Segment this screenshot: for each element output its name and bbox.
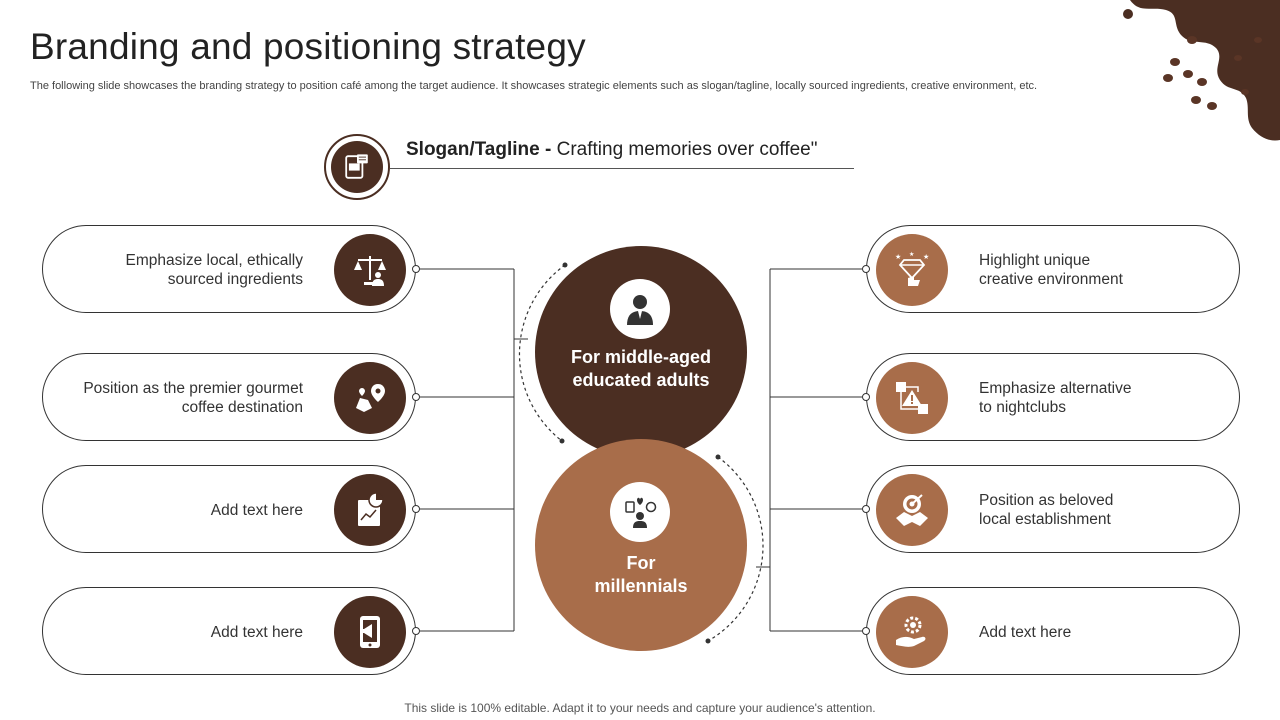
connector-dot bbox=[412, 393, 420, 401]
page-subtitle: The following slide showcases the brandi… bbox=[30, 80, 1038, 92]
right-item-1: ★ ★ ★ Highlight unique creative environm… bbox=[866, 225, 1240, 313]
audience-adults-circle: For middle-aged educated adults bbox=[535, 246, 747, 458]
audience-millennials-line1: For bbox=[626, 553, 656, 573]
left-item-2-line1: Position as the premier gourmet bbox=[83, 380, 303, 397]
right-item-2-line1: Emphasize alternative bbox=[979, 380, 1132, 397]
left-item-2-line2: coffee destination bbox=[181, 399, 303, 416]
person-social-icon bbox=[610, 482, 670, 542]
person-icon bbox=[610, 279, 670, 339]
left-item-3-line1: Add text here bbox=[210, 502, 303, 519]
target-map-icon bbox=[876, 474, 948, 546]
right-item-2: Emphasize alternative to nightclubs bbox=[866, 353, 1240, 441]
slogan-text: Slogan/Tagline - Crafting memories over … bbox=[406, 139, 818, 161]
connector-dot bbox=[412, 505, 420, 513]
right-item-2-line2: to nightclubs bbox=[979, 399, 1067, 416]
scale-person-icon bbox=[334, 234, 406, 306]
phone-megaphone-icon bbox=[334, 596, 406, 668]
slogan-underline bbox=[390, 168, 854, 169]
right-item-4: Add text here bbox=[866, 587, 1240, 675]
svg-text:★: ★ bbox=[909, 251, 914, 258]
left-item-3: Add text here bbox=[42, 465, 416, 553]
audience-millennials-line2: millennials bbox=[594, 576, 688, 596]
footer-note: This slide is 100% editable. Adapt it to… bbox=[404, 701, 876, 715]
slogan-value: Crafting memories over coffee" bbox=[556, 139, 818, 160]
connector-dot bbox=[862, 505, 870, 513]
hand-gear-icon bbox=[876, 596, 948, 668]
connector-dot bbox=[862, 393, 870, 401]
slogan-label: Slogan/Tagline bbox=[406, 139, 540, 160]
audience-adults-line1: For middle-aged bbox=[570, 347, 711, 367]
diamond-hand-icon: ★ ★ ★ bbox=[876, 234, 948, 306]
right-item-4-line1: Add text here bbox=[979, 624, 1072, 641]
connector-dot bbox=[862, 265, 870, 273]
left-item-1-line1: Emphasize local, ethically bbox=[125, 252, 303, 269]
svg-text:★: ★ bbox=[895, 253, 901, 261]
slogan-icon-badge bbox=[324, 134, 390, 200]
connector-dot bbox=[412, 627, 420, 635]
right-item-1-line1: Highlight unique bbox=[979, 252, 1091, 269]
slogan-separator: - bbox=[539, 139, 557, 160]
right-item-1-line2: creative environment bbox=[979, 271, 1123, 288]
left-item-1-line2: sourced ingredients bbox=[167, 271, 303, 288]
left-item-2: Position as the premier gourmet coffee d… bbox=[42, 353, 416, 441]
right-item-3-line1: Position as beloved bbox=[979, 492, 1114, 509]
left-item-4: Add text here bbox=[42, 587, 416, 675]
warning-boxes-icon bbox=[876, 362, 948, 434]
svg-text:★: ★ bbox=[923, 253, 929, 261]
report-chart-icon bbox=[334, 474, 406, 546]
page-title: Branding and positioning strategy bbox=[30, 26, 586, 67]
connector-dot bbox=[862, 627, 870, 635]
left-item-4-line1: Add text here bbox=[210, 624, 303, 641]
right-item-3-line2: local establishment bbox=[979, 511, 1111, 528]
audience-millennials-circle: For millennials bbox=[535, 439, 747, 651]
map-location-icon bbox=[334, 362, 406, 434]
book-computer-icon bbox=[345, 154, 368, 179]
right-item-3: Position as beloved local establishment bbox=[866, 465, 1240, 553]
connector-dot bbox=[412, 265, 420, 273]
left-item-1: Emphasize local, ethically sourced ingre… bbox=[42, 225, 416, 313]
audience-adults-line2: educated adults bbox=[572, 370, 710, 390]
coffee-splash-decoration bbox=[1123, 0, 1280, 141]
